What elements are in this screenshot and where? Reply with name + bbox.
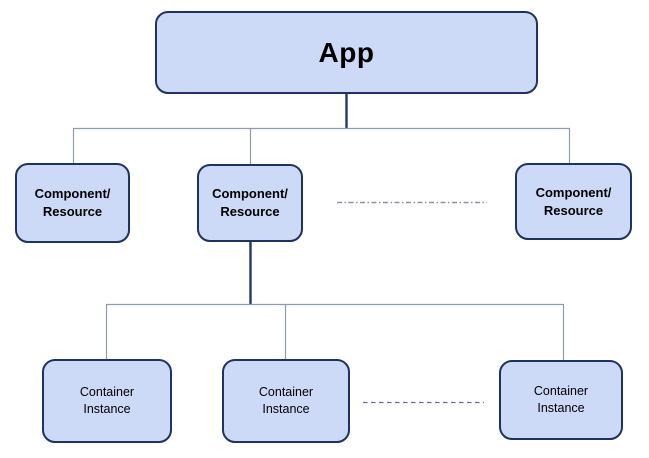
- container-instance-label: Container Instance: [79, 385, 135, 416]
- component-resource-node-middle: Component/ Resource: [197, 164, 303, 242]
- container-instance-label: Container Instance: [258, 385, 314, 416]
- component-resource-node-left: Component/ Resource: [15, 163, 130, 243]
- component-resource-label: Component/ Resource: [212, 186, 288, 219]
- component-resource-label: Component/ Resource: [34, 186, 111, 219]
- container-instance-node-left: Container Instance: [42, 359, 172, 443]
- container-instance-label: Container Instance: [533, 384, 589, 415]
- component-resource-node-right: Component/ Resource: [515, 163, 632, 240]
- container-instance-node-right: Container Instance: [499, 360, 623, 440]
- container-instance-node-middle: Container Instance: [222, 359, 350, 443]
- component-resource-label: Component/ Resource: [535, 184, 612, 218]
- app-node: App: [155, 11, 538, 94]
- app-node-label: App: [318, 36, 375, 68]
